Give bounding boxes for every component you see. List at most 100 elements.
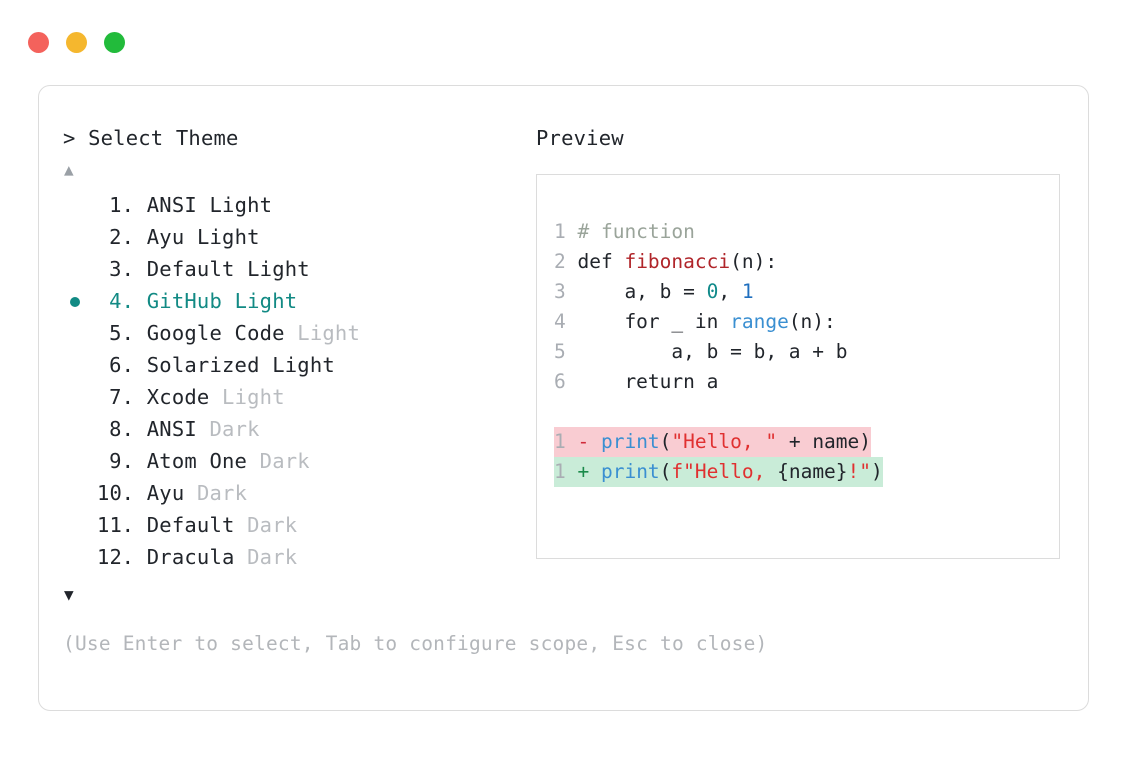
theme-item-variant: Light: [234, 288, 298, 313]
minimize-icon[interactable]: [66, 32, 87, 53]
prompt-line: > Select Theme: [63, 128, 513, 149]
theme-item-dot: .: [121, 256, 147, 281]
code-token: "Hello, ": [671, 430, 778, 453]
theme-item-name: Default: [146, 512, 248, 537]
diff-added-line: 1 + print(f"Hello, {name}!"): [554, 457, 883, 487]
theme-item-dot: .: [121, 384, 147, 409]
theme-item-name: Solarized: [146, 352, 273, 377]
theme-item-variant: Light: [297, 320, 360, 345]
code-token: # function: [577, 220, 695, 243]
line-number: 1: [554, 430, 566, 453]
code-token: range: [730, 310, 789, 333]
theme-list-item[interactable]: 12. Dracula Dark: [63, 541, 513, 573]
code-token: !": [847, 460, 872, 483]
help-text: (Use Enter to select, Tab to configure s…: [63, 632, 768, 655]
theme-item-number: 10: [97, 480, 123, 505]
code-spacer: [554, 397, 883, 427]
theme-item-variant: Dark: [196, 480, 248, 505]
code-content: a, b = b, a + b: [577, 340, 847, 363]
theme-list-item[interactable]: 7. Xcode Light: [63, 381, 513, 413]
code-token: for _ in: [577, 310, 731, 333]
line-number: 5: [554, 340, 566, 363]
theme-list-item[interactable]: 9. Atom One Dark: [63, 445, 513, 477]
theme-item-variant: Dark: [247, 544, 298, 569]
theme-item-dot: .: [121, 192, 147, 217]
theme-item-number: 12: [97, 544, 123, 569]
theme-item-number: 8: [109, 416, 122, 441]
close-icon[interactable]: [28, 32, 49, 53]
code-token: def: [577, 250, 625, 273]
code-token: fibonacci: [624, 250, 731, 273]
maximize-icon[interactable]: [104, 32, 125, 53]
scroll-up-arrow-icon[interactable]: ▲: [64, 159, 74, 179]
code-token: a, b = b, a + b: [577, 340, 848, 363]
line-number: 1: [554, 460, 566, 483]
theme-item-variant: Light: [209, 192, 273, 217]
theme-list-item[interactable]: 10. Ayu Dark: [63, 477, 513, 509]
diff-plus-icon: +: [565, 460, 601, 483]
prompt-caret-icon: >: [63, 126, 76, 150]
theme-item-dot: .: [121, 480, 147, 505]
code-token: print: [600, 430, 660, 453]
preview-panel-header: Preview: [536, 128, 624, 149]
theme-list-item[interactable]: 6. Solarized Light: [63, 349, 513, 381]
window-traffic-lights: [28, 32, 125, 53]
theme-list-item[interactable]: 1. ANSI Light: [63, 189, 513, 221]
theme-item-name: Ayu: [146, 224, 197, 249]
scroll-down-arrow-icon[interactable]: ▼: [64, 584, 74, 604]
theme-item-name: Google Code: [146, 320, 298, 345]
code-content: for _ in range(n):: [577, 310, 835, 333]
theme-item-text: 12. Dracula Dark: [97, 541, 297, 573]
code-gutter-space: [566, 310, 578, 333]
code-gutter-space: [566, 250, 578, 273]
diff-removed-line: 1 - print("Hello, " + name): [554, 427, 872, 457]
prompt-title: Select Theme: [88, 126, 239, 150]
code-content: # function: [577, 220, 694, 243]
theme-item-text: 2. Ayu Light: [97, 221, 260, 253]
theme-item-variant: Dark: [247, 512, 298, 537]
theme-list-item[interactable]: 4. GitHub Light: [63, 285, 513, 317]
theme-item-number: 1: [109, 192, 122, 217]
theme-item-name: ANSI: [146, 192, 210, 217]
theme-item-text: 7. Xcode Light: [97, 381, 285, 413]
theme-item-number: 6: [109, 352, 122, 377]
theme-item-dot: .: [121, 416, 147, 441]
theme-item-name: Default: [146, 256, 248, 281]
code-content: a, b = 0, 1: [577, 280, 753, 303]
theme-item-text: 4. GitHub Light: [97, 285, 297, 317]
code-content: return a: [577, 370, 718, 393]
theme-list-item[interactable]: 2. Ayu Light: [63, 221, 513, 253]
theme-item-name: Atom One: [146, 448, 260, 473]
theme-list-item[interactable]: 5. Google Code Light: [63, 317, 513, 349]
theme-item-number: 5: [109, 320, 122, 345]
theme-item-variant: Dark: [259, 448, 310, 473]
code-gutter-space: [566, 340, 578, 363]
code-token: 1: [741, 280, 754, 303]
diff-line: 1 + print(f"Hello, {name}!"): [554, 457, 883, 487]
theme-item-dot: .: [121, 512, 147, 537]
theme-item-dot: .: [121, 544, 147, 569]
theme-item-dot: .: [121, 448, 147, 473]
code-token: print: [600, 460, 660, 483]
theme-item-name: Xcode: [146, 384, 223, 409]
theme-list-item[interactable]: 11. Default Dark: [63, 509, 513, 541]
theme-list-item[interactable]: 3. Default Light: [63, 253, 513, 285]
theme-item-number: 3: [109, 256, 122, 281]
code-gutter-space: [566, 220, 578, 243]
theme-item-text: 10. Ayu Dark: [97, 477, 247, 509]
code-line: 3 a, b = 0, 1: [554, 277, 883, 307]
theme-item-number: 2: [109, 224, 122, 249]
theme-item-text: 8. ANSI Dark: [97, 413, 260, 445]
theme-item-number: 7: [109, 384, 122, 409]
theme-item-text: 5. Google Code Light: [97, 317, 360, 349]
theme-list-item[interactable]: 8. ANSI Dark: [63, 413, 513, 445]
code-token: ): [871, 460, 883, 483]
theme-item-text: 3. Default Light: [97, 253, 310, 285]
line-number: 2: [554, 250, 566, 273]
code-token: (n):: [730, 250, 778, 273]
code-token: (n):: [788, 310, 836, 333]
theme-item-dot: .: [121, 224, 147, 249]
diff-minus-icon: -: [565, 430, 601, 453]
line-number: 1: [554, 220, 566, 243]
